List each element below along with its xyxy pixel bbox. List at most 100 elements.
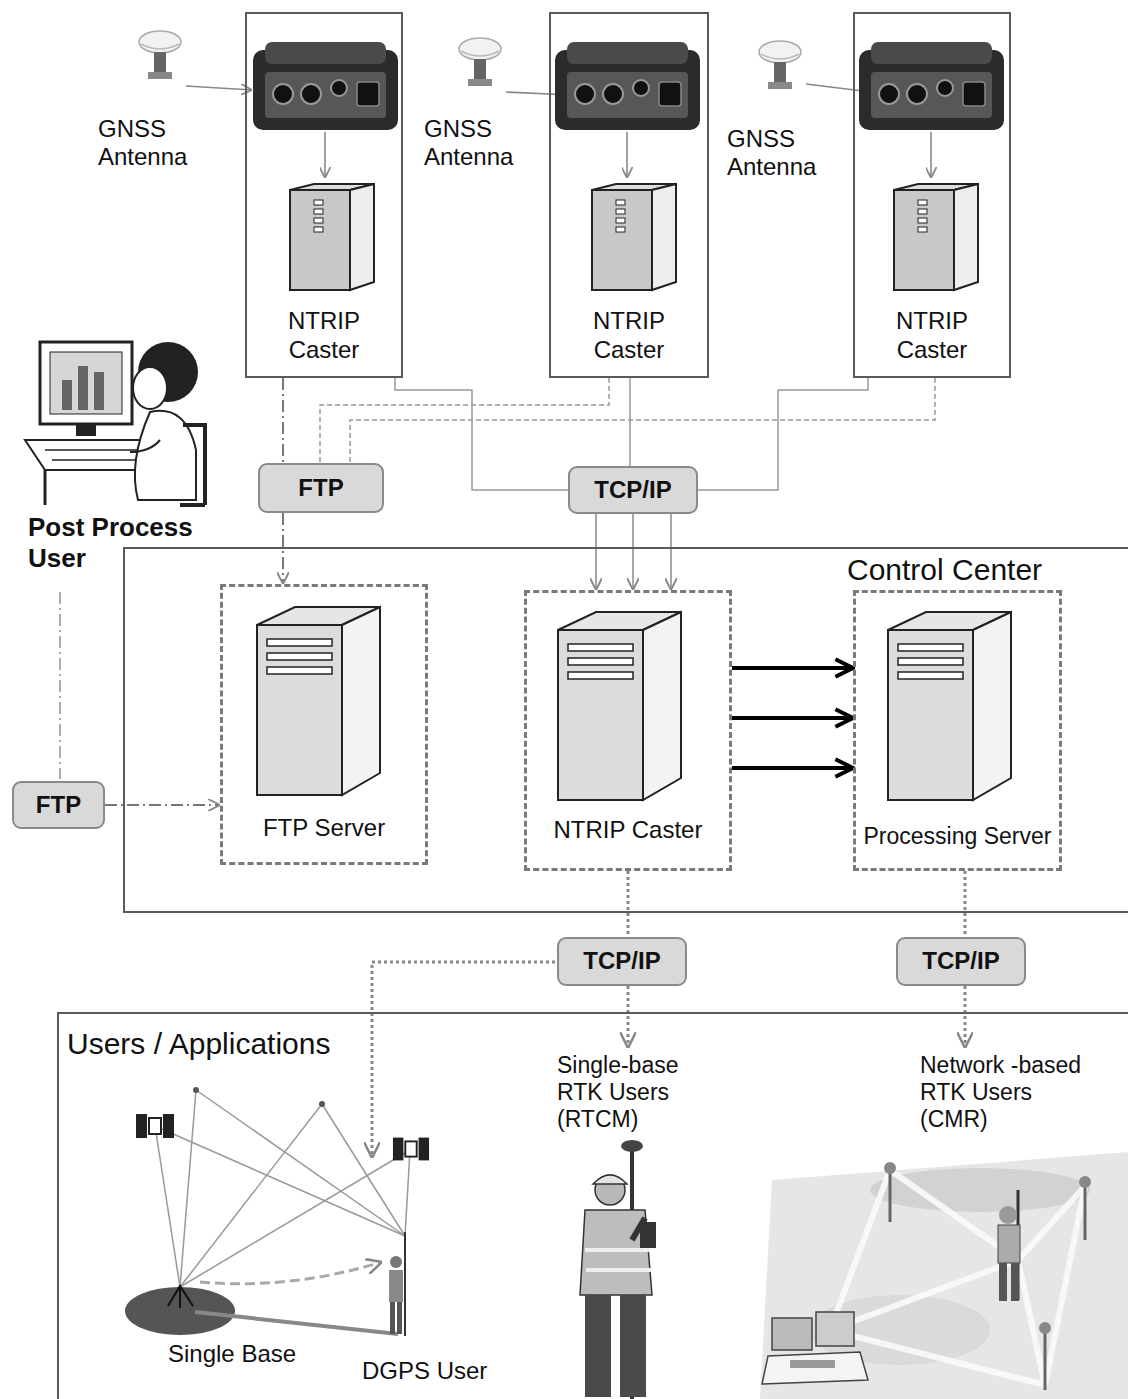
node-text: Control Center (847, 552, 1042, 587)
rtk-surveyor (585, 1295, 611, 1397)
connector (395, 378, 568, 490)
connector (732, 716, 853, 720)
dgps-scene (180, 1150, 410, 1287)
rtk-surveyor (640, 1222, 656, 1248)
network-rtk-scene (999, 1263, 1007, 1301)
dgps-scene (180, 1104, 322, 1287)
center-server (888, 612, 1011, 800)
node-text: Users / Applications (67, 1026, 330, 1061)
protocol-pill: TCP/IP (896, 937, 1026, 986)
dgps-scene (136, 1114, 174, 1138)
network-rtk-scene (830, 1170, 890, 1330)
gnss-receiver (859, 42, 1004, 130)
dgps-scene (405, 1150, 410, 1236)
node-text: Network -based RTK Users (CMR) (920, 1052, 1100, 1133)
node-text: NTRIP Caster (269, 307, 379, 364)
dgps-scene (389, 1270, 403, 1302)
antenna-label: GNSS Antenna (98, 115, 213, 172)
server-box: NTRIP Caster (524, 590, 732, 871)
scene-label: Single Base (168, 1340, 296, 1368)
node-text: FTP Server (263, 814, 385, 842)
station-box: NTRIP Caster (549, 12, 709, 378)
network-rtk-scene (760, 1152, 1128, 1399)
post-process-user-figure (133, 367, 167, 409)
post-process-user-figure (76, 424, 96, 436)
station-server (290, 184, 374, 290)
post-process-user-figure (40, 342, 132, 424)
connector (632, 514, 634, 590)
post-process-user-figure (45, 449, 150, 451)
gnss-antenna (139, 31, 801, 89)
connector (670, 514, 672, 590)
center-server (558, 612, 681, 800)
dgps-scene (322, 1104, 405, 1236)
node-text: TCP/IP (583, 947, 660, 975)
post-process-user-figure (62, 380, 72, 410)
dgps-scene (390, 1302, 395, 1334)
network-rtk-scene (1045, 1186, 1085, 1385)
receiver-link (626, 132, 628, 178)
post-process-user-figure (78, 366, 88, 410)
network-rtk-scene (1084, 1184, 1087, 1240)
post-process-user-figure (44, 470, 47, 505)
network-rtk-scene (790, 1360, 835, 1368)
ftp-access-line (59, 592, 61, 779)
post-process-user-figure (25, 342, 205, 505)
network-rtk-scene (1011, 1263, 1019, 1301)
connector (629, 378, 631, 466)
rtk-surveyor (621, 1140, 643, 1152)
network-rtk-scene (830, 1260, 1018, 1330)
rtk-surveyor (586, 1268, 651, 1272)
protocol-pill: TCP/IP (557, 937, 687, 986)
gnss-antenna (139, 31, 181, 79)
connector (595, 514, 597, 590)
network-rtk-scene (762, 1352, 868, 1384)
node-text: Single-base RTK Users (RTCM) (557, 1052, 692, 1133)
connector (698, 378, 868, 490)
node-text: FTP (36, 791, 81, 819)
dgps-scene (393, 1138, 429, 1161)
connector (964, 871, 967, 937)
rtk-surveyor (620, 1295, 646, 1397)
gnss-receiver (253, 42, 1004, 130)
post-process-user-figure (180, 425, 205, 505)
dgps-scene (195, 1312, 398, 1334)
station-box: NTRIP Caster (245, 12, 403, 378)
dgps-scene (319, 1101, 325, 1107)
protocol-pill: FTP (258, 463, 384, 513)
dgps-scene (125, 1287, 235, 1335)
control-center: Control CenterFTP Server NTRIP Caster Proc… (123, 547, 1128, 913)
network-rtk-scene (1039, 1322, 1051, 1334)
dgps-scene (390, 1256, 402, 1268)
node-text: TCP/IP (922, 947, 999, 975)
node-text: NTRIP Caster (877, 307, 987, 364)
rtk-surveyor (580, 1140, 656, 1399)
dgps-scene (180, 1090, 196, 1287)
dgps-scene (193, 1087, 199, 1093)
gnss-antenna (459, 38, 501, 86)
node-text: NTRIP Caster (554, 816, 703, 844)
network-rtk-scene (760, 1152, 1128, 1399)
center-server (257, 607, 1011, 800)
network-rtk-scene (1018, 1260, 1045, 1385)
node-text: Processing Server (864, 823, 1052, 850)
connector (732, 766, 853, 770)
dgps-scene (404, 1232, 406, 1336)
antenna-cable (186, 86, 252, 90)
node-text: NTRIP Caster (574, 307, 684, 364)
station-server (894, 184, 978, 290)
node-text: TCP/IP (594, 476, 671, 504)
post-process-user-figure (50, 352, 122, 414)
network-rtk-scene (1079, 1176, 1091, 1188)
protocol-pill: TCP/IP (568, 466, 698, 514)
dgps-scene (397, 1302, 402, 1334)
post-process-user-figure (94, 372, 104, 410)
server-box: Processing Server (853, 590, 1062, 871)
user-group: Single-base RTK Users (RTCM) (557, 1048, 697, 1133)
receiver-link (325, 132, 931, 178)
antenna-label: GNSS Antenna (727, 125, 842, 182)
network-rtk-scene (816, 1312, 854, 1346)
network-rtk-scene (870, 1168, 1090, 1212)
